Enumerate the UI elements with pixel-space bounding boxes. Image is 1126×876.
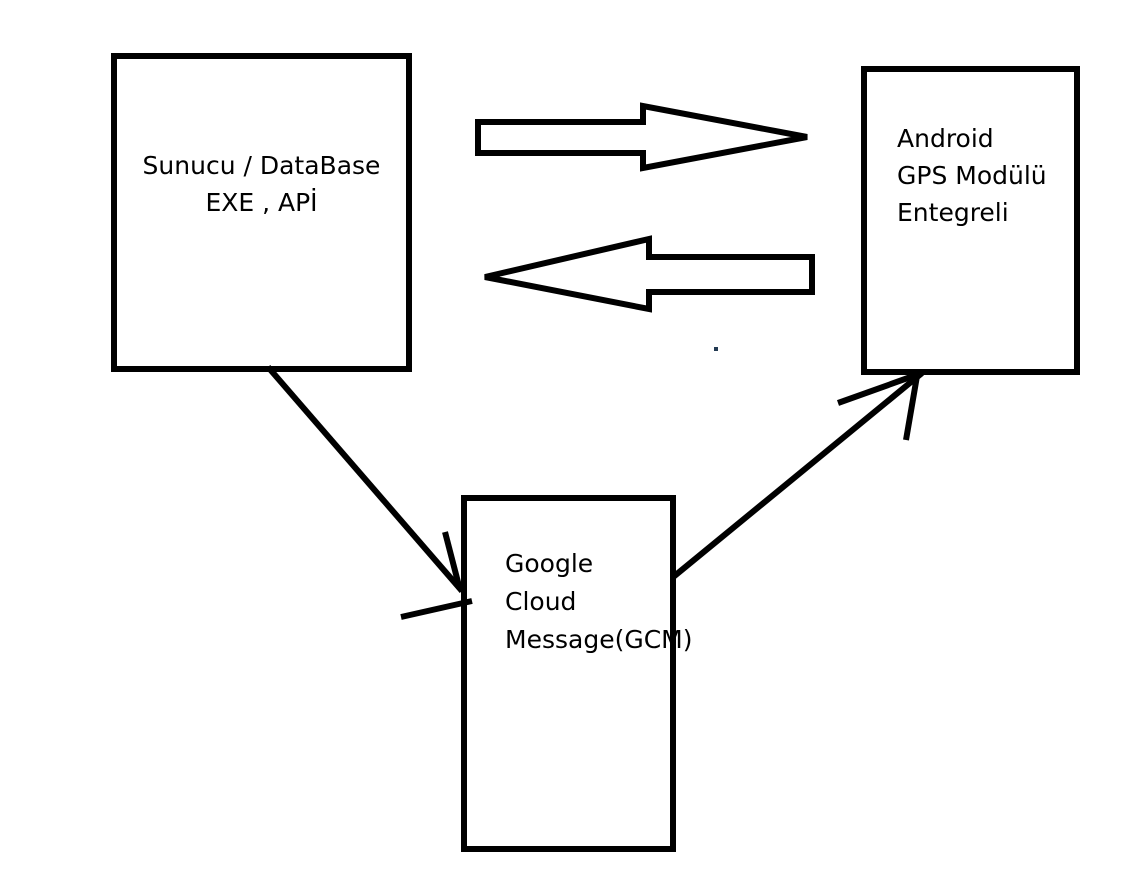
stray-dot <box>714 347 718 351</box>
node-gcm-line-3: Message(GCM) <box>505 625 693 654</box>
node-server-database-line-1: Sunucu / DataBase <box>142 151 381 180</box>
node-android-gps-label: Android GPS Modülü Entegreli <box>897 120 1047 231</box>
line-arrow-server-to-gcm <box>265 365 473 620</box>
node-android-gps-line-2: GPS Modülü <box>897 161 1047 190</box>
block-arrow-left-icon <box>484 235 815 313</box>
node-server-database: Sunucu / DataBase EXE , APİ <box>111 53 412 372</box>
node-gcm-line-2: Cloud <box>505 587 577 616</box>
block-arrow-right-icon <box>475 102 808 172</box>
node-android-gps-line-3: Entegreli <box>897 198 1009 227</box>
node-android-gps: Android GPS Modülü Entegreli <box>861 66 1080 375</box>
node-server-database-label: Sunucu / DataBase EXE , APİ <box>117 147 406 221</box>
arrowhead-barb <box>903 375 920 441</box>
node-google-cloud-message-label: Google Cloud Message(GCM) <box>505 545 692 659</box>
node-server-database-line-2: EXE , APİ <box>205 188 318 217</box>
arrowhead-barb <box>836 371 921 406</box>
node-google-cloud-message: Google Cloud Message(GCM) <box>461 495 692 852</box>
node-android-gps-line-1: Android <box>897 124 994 153</box>
arrowhead-barb <box>442 531 462 587</box>
node-gcm-line-1: Google <box>505 549 594 578</box>
line-arrow-gcm-to-android <box>670 370 924 581</box>
